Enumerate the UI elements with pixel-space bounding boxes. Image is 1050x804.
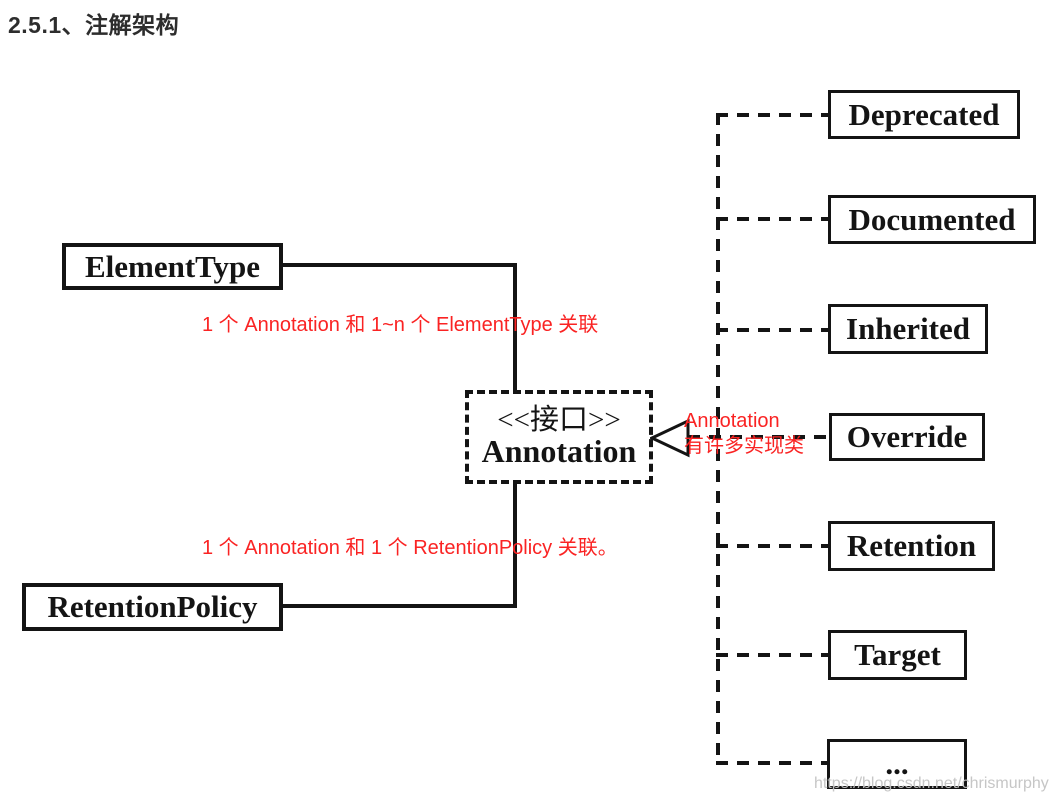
impl-label: Target (854, 637, 941, 672)
connector-elementtype-vertical (513, 263, 517, 391)
connector-retentionpolicy-vertical (513, 482, 517, 608)
connector-elementtype-horizontal (283, 263, 517, 267)
impl-label: ... (885, 746, 909, 781)
dashed-trunk-line (716, 113, 720, 765)
impl-box-deprecated: Deprecated (828, 90, 1020, 139)
watermark-text: https://blog.csdn.net/chrismurphy (814, 775, 1049, 792)
class-label: ElementType (84, 248, 261, 284)
impl-box-ellipsis: ... (827, 739, 967, 789)
impl-label: Retention (846, 528, 977, 563)
note-implementations-line1: Annotation (684, 410, 780, 432)
note-implementations-line2: 有许多实现类 (684, 435, 804, 457)
dashed-branch-override (688, 435, 829, 439)
generalization-arrow-icon (648, 418, 690, 463)
impl-label: Override (846, 419, 968, 454)
impl-box-documented: Documented (828, 195, 1036, 244)
class-box-retentionpolicy: RetentionPolicy (22, 583, 283, 631)
impl-box-target: Target (828, 630, 967, 680)
impl-box-retention: Retention (828, 521, 995, 571)
interface-box-annotation: <<接口>> Annotation (465, 390, 653, 484)
page-title: 2.5.1、注解架构 (8, 12, 180, 38)
impl-label: Deprecated (848, 96, 1000, 132)
note-implementations: Annotation 有许多实现类 (684, 409, 804, 459)
interface-stereotype: <<接口>> (497, 403, 621, 436)
note-elementtype-association: 1 个 Annotation 和 1~n 个 ElementType 关联 (202, 314, 599, 336)
dashed-branch-retention (716, 544, 828, 548)
impl-label: Documented (848, 201, 1016, 237)
note-retentionpolicy-association: 1 个 Annotation 和 1 个 RetentionPolicy 关联。 (202, 537, 618, 559)
dashed-branch-ellipsis (716, 761, 827, 765)
impl-box-inherited: Inherited (828, 304, 988, 354)
class-label: RetentionPolicy (47, 589, 258, 624)
impl-label: Inherited (846, 311, 970, 346)
dashed-branch-documented (716, 217, 828, 221)
impl-box-override: Override (829, 413, 985, 461)
dashed-branch-deprecated (716, 113, 828, 117)
class-box-elementtype: ElementType (62, 243, 283, 290)
dashed-branch-target (716, 653, 828, 657)
interface-name: Annotation (481, 433, 637, 470)
connector-retentionpolicy-horizontal (282, 604, 517, 608)
dashed-branch-inherited (716, 328, 828, 332)
